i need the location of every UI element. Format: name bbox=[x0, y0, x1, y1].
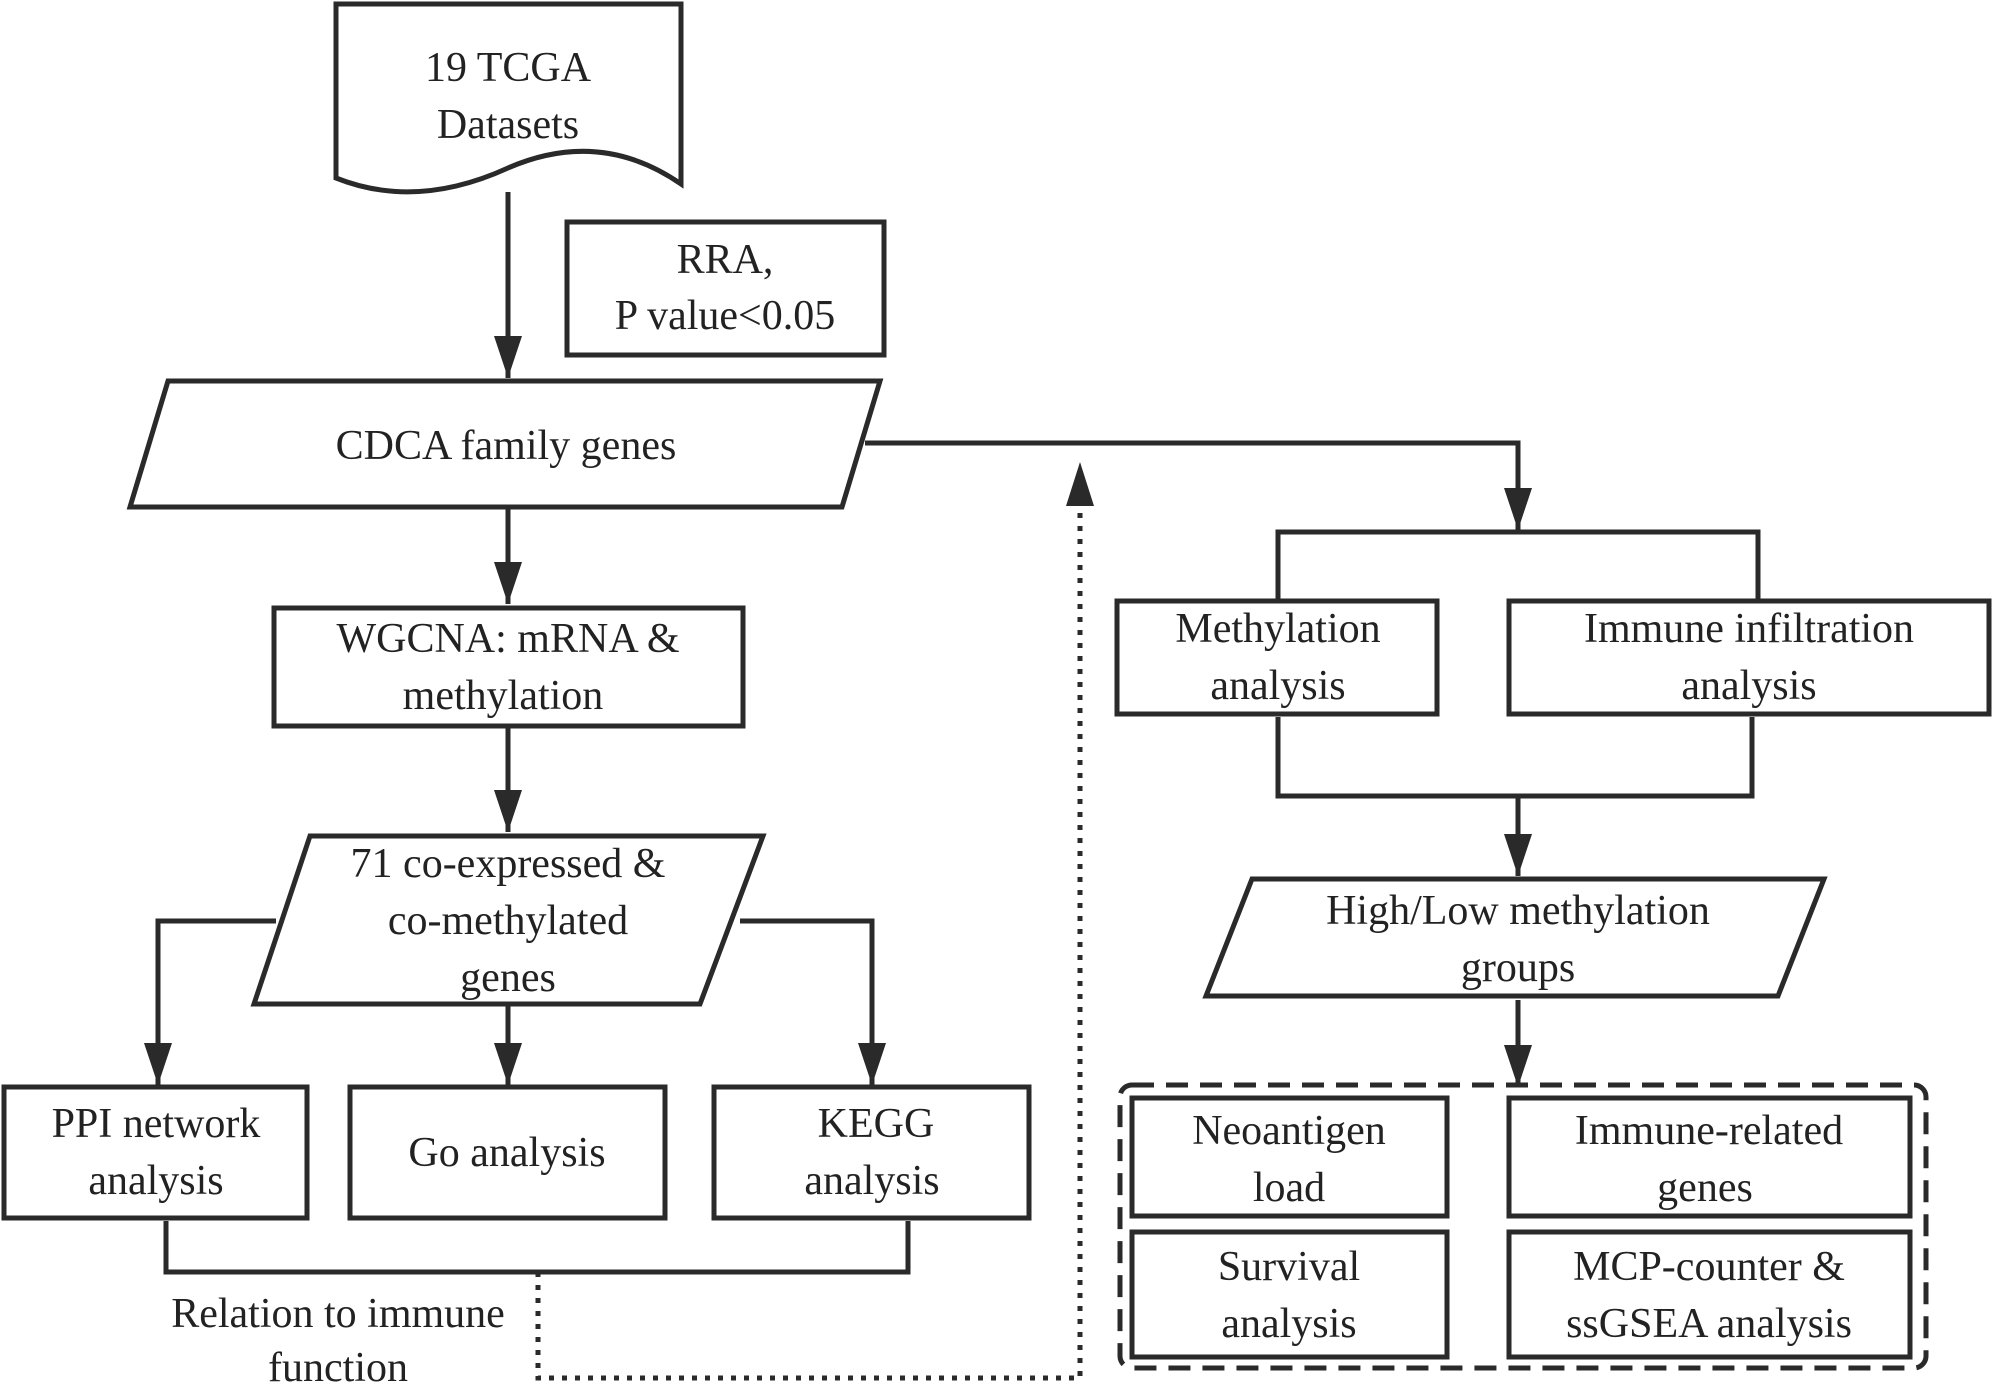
neoantigen-box bbox=[1129, 1095, 1450, 1219]
mcp-counter-node: MCP-counter & ssGSEA analysis bbox=[1506, 1229, 1913, 1360]
survival-line2: analysis bbox=[1221, 1301, 1356, 1347]
mcp-counter-line2: ssGSEA analysis bbox=[1566, 1301, 1852, 1347]
immune-related-line1: Immune-related bbox=[1575, 1108, 1843, 1154]
arrowhead-genes-to-ppi bbox=[144, 1043, 172, 1085]
methylation-groups-line1: High/Low methylation bbox=[1326, 888, 1710, 934]
go-analysis-label: Go analysis bbox=[408, 1130, 605, 1176]
ppi-line2: analysis bbox=[88, 1158, 223, 1204]
wgcna-line2: methylation bbox=[403, 673, 604, 719]
cdca-parallelogram bbox=[126, 378, 884, 510]
arrowhead-genes-to-go bbox=[494, 1043, 522, 1085]
coexpressed-line2: co-methylated bbox=[388, 898, 628, 944]
methylation-box bbox=[1114, 598, 1440, 717]
go-analysis-node: Go analysis bbox=[347, 1084, 668, 1221]
edge-genes-to-kegg bbox=[740, 918, 875, 1085]
rra-criteria-line1: RRA, bbox=[677, 237, 774, 283]
document-shape bbox=[333, 1, 684, 195]
rra-box bbox=[564, 219, 887, 358]
methylation-analysis-node: Methylation analysis bbox=[1114, 598, 1440, 717]
immune-relation-line1: Relation to immune bbox=[171, 1291, 505, 1337]
immune-infiltration-box bbox=[1506, 598, 1992, 717]
immune-related-genes-node: Immune-related genes bbox=[1506, 1095, 1913, 1219]
methylation-line2: analysis bbox=[1210, 663, 1345, 709]
arrowhead-wgcna-to-genes bbox=[494, 790, 522, 832]
immune-infiltration-line2: analysis bbox=[1681, 663, 1816, 709]
tcga-datasets-line1: 19 TCGA bbox=[425, 45, 592, 91]
arrowhead-immune-feedback bbox=[1066, 462, 1094, 506]
methylation-groups-node: High/Low methylation groups bbox=[1202, 876, 1828, 999]
wgcna-box bbox=[271, 605, 746, 729]
edge-analyses-join bbox=[163, 1221, 911, 1275]
neoantigen-line1: Neoantigen bbox=[1192, 1108, 1386, 1154]
outcomes-group-dashed-border bbox=[1117, 1082, 1929, 1371]
immune-infiltration-line1: Immune infiltration bbox=[1584, 606, 1914, 652]
edge-merge-bracket bbox=[1275, 717, 1755, 799]
kegg-box bbox=[711, 1084, 1032, 1221]
rra-criteria-line2: P value<0.05 bbox=[615, 293, 835, 339]
ppi-line1: PPI network bbox=[52, 1101, 261, 1147]
tcga-datasets-line2: Datasets bbox=[437, 102, 579, 148]
coexpressed-line3: genes bbox=[460, 955, 556, 1001]
arrowhead-tcga-to-cdca bbox=[494, 336, 522, 378]
coexpressed-genes-node: 71 co-expressed & co-methylated genes bbox=[250, 833, 767, 1007]
coexpressed-line1: 71 co-expressed & bbox=[351, 841, 666, 887]
survival-line1: Survival bbox=[1218, 1244, 1360, 1290]
immune-relation-label: Relation to immune function bbox=[171, 1291, 505, 1385]
immune-infiltration-node: Immune infiltration analysis bbox=[1506, 598, 1992, 717]
go-box bbox=[347, 1084, 668, 1221]
edge-immune-feedback bbox=[535, 470, 1083, 1381]
immune-related-line2: genes bbox=[1657, 1165, 1753, 1211]
wgcna-node: WGCNA: mRNA & methylation bbox=[271, 605, 746, 729]
immune-related-box bbox=[1506, 1095, 1913, 1219]
neoantigen-load-node: Neoantigen load bbox=[1129, 1095, 1450, 1219]
edge-cdca-to-right bbox=[865, 440, 1521, 530]
arrowhead-merge-to-groups bbox=[1504, 834, 1532, 876]
kegg-line2: analysis bbox=[804, 1158, 939, 1204]
cdca-genes-node: CDCA family genes bbox=[126, 378, 884, 510]
arrowhead-genes-to-kegg bbox=[858, 1043, 886, 1085]
wgcna-line1: WGCNA: mRNA & bbox=[336, 616, 679, 662]
ppi-box bbox=[1, 1084, 310, 1221]
arrowhead-groups-to-outcomes bbox=[1504, 1045, 1532, 1087]
coexpressed-parallelogram bbox=[250, 833, 767, 1007]
kegg-line1: KEGG bbox=[818, 1101, 935, 1147]
edge-genes-to-ppi bbox=[155, 918, 276, 1085]
cdca-genes-label: CDCA family genes bbox=[336, 423, 677, 469]
survival-box bbox=[1129, 1229, 1450, 1360]
mcp-counter-line1: MCP-counter & bbox=[1573, 1244, 1845, 1290]
rra-criteria-node: RRA, P value<0.05 bbox=[564, 219, 887, 358]
arrowhead-cdca-to-right bbox=[1504, 488, 1532, 530]
kegg-analysis-node: KEGG analysis bbox=[711, 1084, 1032, 1221]
ppi-network-node: PPI network analysis bbox=[1, 1084, 310, 1221]
methylation-groups-line2: groups bbox=[1461, 945, 1575, 991]
tcga-datasets-node: 19 TCGA Datasets bbox=[333, 1, 684, 195]
survival-analysis-node: Survival analysis bbox=[1129, 1229, 1450, 1360]
edge-split-bracket bbox=[1275, 529, 1761, 600]
neoantigen-line2: load bbox=[1253, 1165, 1325, 1211]
mcp-counter-box bbox=[1506, 1229, 1913, 1360]
edges bbox=[144, 192, 1761, 1381]
arrowhead-cdca-to-wgcna bbox=[494, 562, 522, 604]
methylation-line1: Methylation bbox=[1175, 606, 1380, 652]
methylation-groups-parallelogram bbox=[1202, 876, 1828, 999]
immune-relation-line2: function bbox=[268, 1345, 408, 1385]
